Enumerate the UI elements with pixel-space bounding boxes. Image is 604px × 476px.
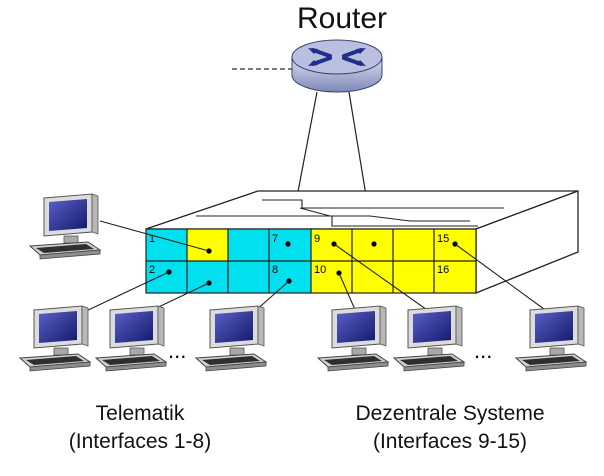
- port-label-2: 2: [149, 264, 155, 276]
- group-range-telematik: (Interfaces 1-8): [68, 430, 212, 453]
- port-label-15: 15: [437, 233, 449, 245]
- computer-1-icon: [29, 193, 101, 260]
- computer-2-icon: [19, 305, 91, 372]
- computer-3-icon: [95, 305, 167, 372]
- ellipsis-left: ...: [168, 338, 186, 363]
- host-cables: [83, 220, 549, 313]
- switch-backplane-lines: [196, 215, 478, 227]
- port-label-8: 8: [272, 264, 278, 276]
- group-label-dezentrale: Dezentrale Systeme (Interfaces 9-15): [320, 400, 580, 456]
- router-icon: [291, 39, 383, 93]
- computer-4-icon: [195, 305, 267, 372]
- port-label-9: 9: [314, 233, 320, 245]
- group-range-dezentrale: (Interfaces 9-15): [372, 430, 528, 453]
- port-label-7: 7: [272, 233, 278, 245]
- group-label-telematik: Telematik (Interfaces 1-8): [40, 400, 240, 456]
- computer-5-icon: [317, 305, 389, 372]
- computer-7-icon: [515, 305, 587, 372]
- port-label-10: 10: [314, 264, 326, 276]
- port-label-16: 16: [437, 264, 449, 276]
- group-name-dezentrale: Dezentrale Systeme: [355, 402, 545, 425]
- computer-6-icon: [393, 305, 465, 372]
- port-1-yellow: [187, 229, 228, 261]
- port-label-1: 1: [149, 233, 155, 245]
- router-label: Router: [296, 2, 388, 35]
- ellipsis-right: ...: [474, 338, 492, 363]
- group-name-telematik: Telematik: [95, 402, 185, 425]
